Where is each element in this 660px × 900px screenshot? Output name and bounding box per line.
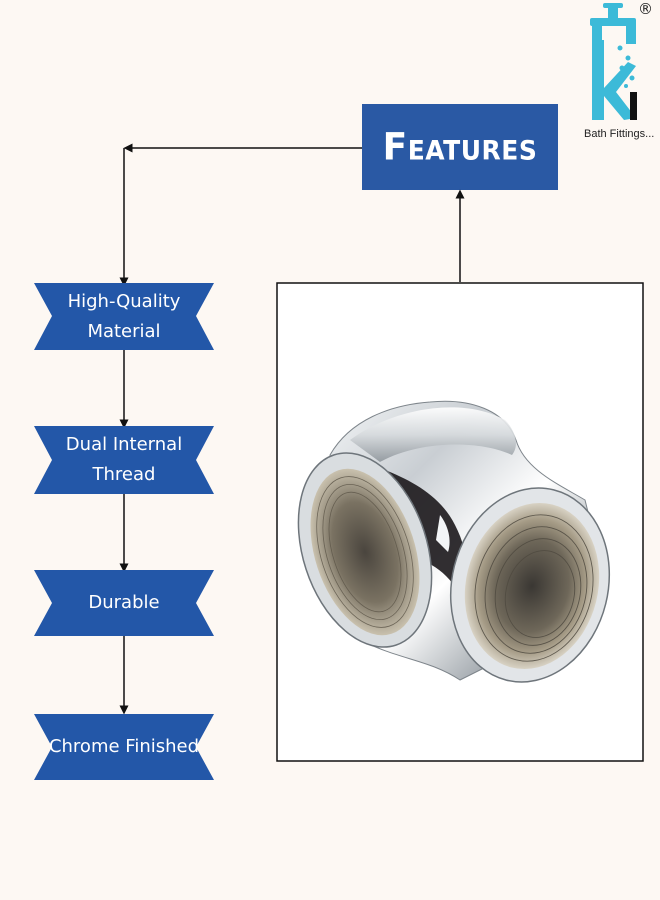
feature-item-label: Chrome Finished — [48, 736, 200, 757]
tap-icon — [590, 3, 636, 44]
feature-item-label: Durable — [88, 592, 160, 613]
connector-lines — [119, 143, 465, 715]
k-letter-icon — [592, 40, 637, 120]
ribbon-shape-1 — [34, 283, 214, 350]
feature-item-1: High-Quality Material — [34, 283, 214, 350]
features-title: Features — [382, 125, 538, 169]
feature-item-3: Durable — [34, 570, 214, 636]
chrome-elbow-fitting-icon — [297, 400, 611, 683]
registered-mark: ® — [638, 0, 653, 18]
brand-logo — [590, 3, 637, 120]
ribbon-shape-2 — [34, 426, 214, 494]
feature-item-label: High-Quality Material — [67, 290, 181, 342]
feature-item-2: Dual Internal Thread — [34, 426, 214, 494]
features-box — [362, 104, 558, 190]
feature-item-label: Dual Internal Thread — [65, 434, 183, 485]
brand-tagline: Bath Fittings... — [584, 128, 655, 140]
ribbon-shape-4 — [34, 714, 214, 780]
feature-item-4: Chrome Finished — [34, 714, 214, 780]
water-drops-icon — [617, 45, 635, 88]
ribbon-shape-3 — [34, 570, 214, 636]
feature-ribbons — [34, 283, 214, 780]
